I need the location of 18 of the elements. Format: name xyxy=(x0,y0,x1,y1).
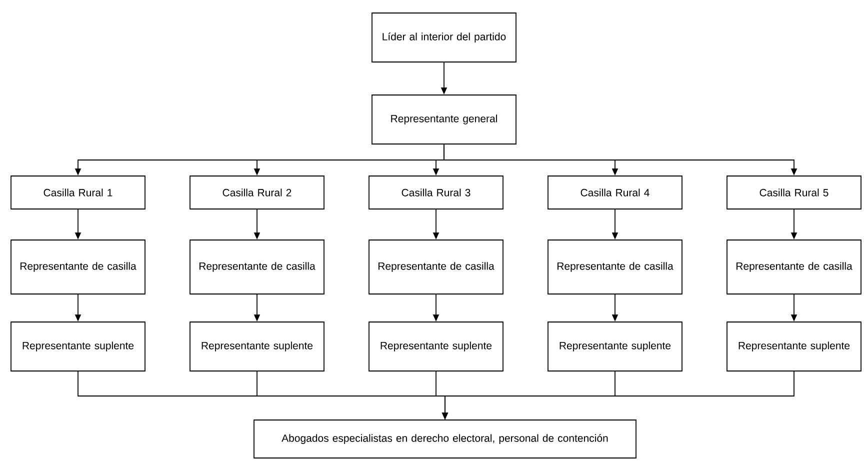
org-box: Líder al interior del partido xyxy=(372,12,516,62)
org-box: Representante suplente xyxy=(190,322,324,372)
org-box: Representante suplente xyxy=(10,322,146,372)
org-box: Casilla Rural 4 xyxy=(548,176,682,210)
org-box: Casilla Rural 2 xyxy=(190,176,324,210)
org-box: Casilla Rural 5 xyxy=(726,176,862,210)
org-box: Casilla Rural 1 xyxy=(10,176,146,210)
org-box: Representante de casilla xyxy=(548,240,682,294)
org-box: Representante de casilla xyxy=(368,240,504,294)
org-box: Casilla Rural 3 xyxy=(368,176,504,210)
org-box: Representante general xyxy=(372,94,516,144)
org-box: Representante suplente xyxy=(726,322,862,372)
org-box: Representante suplente xyxy=(368,322,504,372)
org-box: Representante de casilla xyxy=(190,240,324,294)
org-box: Representante de casilla xyxy=(10,240,146,294)
org-box: Representante de casilla xyxy=(726,240,862,294)
org-box: Abogados especialistas en derecho electoral, personal de contención xyxy=(254,420,636,458)
org-box: Representante suplente xyxy=(548,322,682,372)
